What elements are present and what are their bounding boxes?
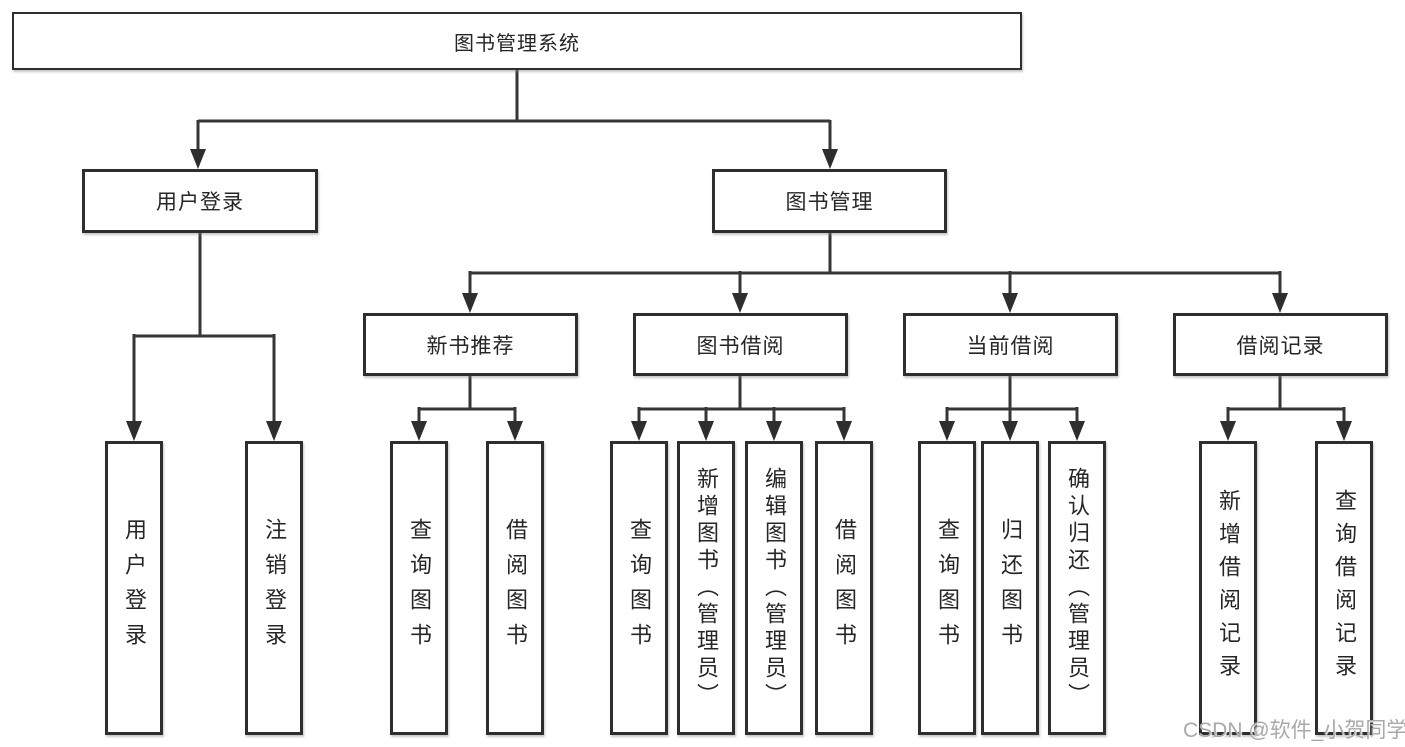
node-system-root: 图书管理系统 [12,12,1022,70]
leaf-edit-books-admin: 编辑图书（管理员） [745,441,803,735]
leaf-recommend-borrow-books: 借阅图书 [486,441,544,735]
node-new-book-recommend: 新书推荐 [363,313,578,376]
node-borrow-records: 借阅记录 [1173,313,1388,376]
arrowheads [126,149,1352,441]
leaf-add-borrow-record: 新增借阅记录 [1199,441,1257,735]
leaf-add-books-admin: 新增图书（管理员） [677,441,735,735]
leaf-confirm-return-admin: 确认归还（管理员） [1048,441,1106,735]
leaf-current-query-books: 查询图书 [918,441,976,735]
leaf-borrow-books: 借阅图书 [815,441,873,735]
leaf-recommend-query-books: 查询图书 [390,441,448,735]
node-current-borrow: 当前借阅 [903,313,1118,376]
node-book-borrow: 图书借阅 [633,313,848,376]
leaf-query-borrow-record: 查询借阅记录 [1315,441,1373,735]
leaf-user-login: 用户登录 [105,441,163,735]
leaf-logout: 注销登录 [245,441,303,735]
leaf-borrow-query-books: 查询图书 [610,441,668,735]
node-book-management: 图书管理 [712,169,947,233]
leaf-return-books: 归还图书 [981,441,1039,735]
node-user-login: 用户登录 [82,169,318,233]
